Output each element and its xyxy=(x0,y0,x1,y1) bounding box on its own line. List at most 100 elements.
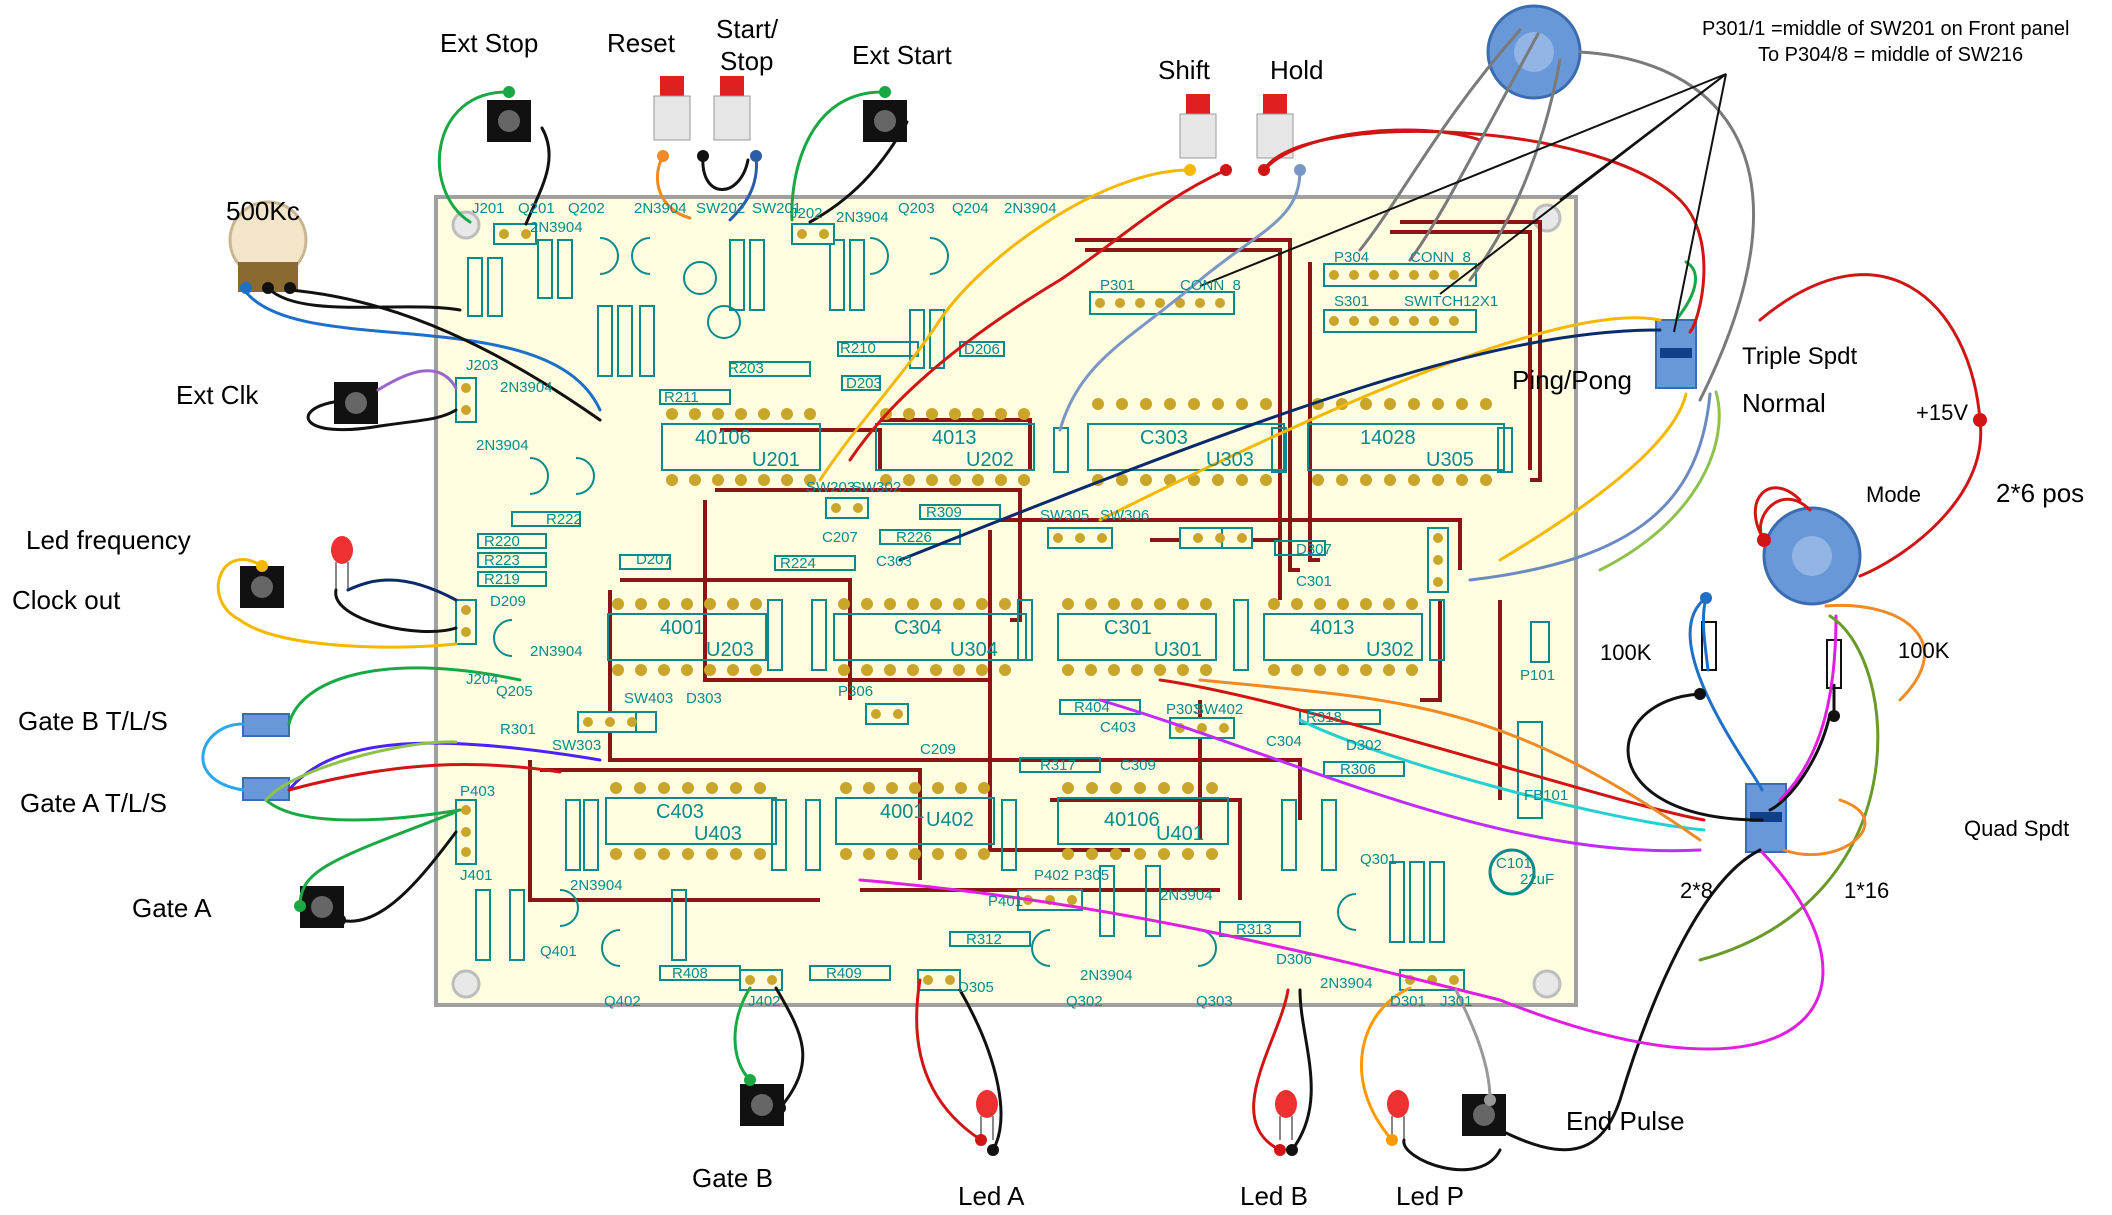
q203-label: Q203 xyxy=(898,200,935,217)
r404-label: R404 xyxy=(1074,699,1110,716)
p305-label: P305 xyxy=(1074,867,1109,884)
r211-label: R211 xyxy=(664,389,699,406)
label-mode: Mode xyxy=(1866,482,1922,507)
sw303-label: SW303 xyxy=(552,737,601,754)
q206-type-label: 2N3904 xyxy=(476,437,529,454)
jack-icons xyxy=(240,100,1506,1136)
q205-label: Q205 xyxy=(496,683,533,700)
q203-type-label: 2N3904 xyxy=(836,209,889,226)
s301-label: S301 xyxy=(1334,293,1369,310)
label-normal: Normal xyxy=(1742,388,1826,418)
r220-label: R220 xyxy=(484,533,520,550)
pushbutton-icons xyxy=(653,76,1294,159)
p301-conn-label: CONN_8 xyxy=(1180,277,1241,294)
c303-label: C303 xyxy=(876,553,912,570)
ic-u302-ref: U302 xyxy=(1366,639,1414,661)
p304-label: P304 xyxy=(1334,249,1369,266)
r309-label: R309 xyxy=(926,504,962,521)
headers xyxy=(455,223,1465,991)
label-end-pulse: End Pulse xyxy=(1566,1106,1685,1136)
ic-u202-ref: U202 xyxy=(966,449,1014,471)
label-shift: Shift xyxy=(1158,55,1211,85)
q301-type-label: 2N3904 xyxy=(1320,975,1373,992)
fb101-label: FB101 xyxy=(1524,787,1568,804)
d302-label: D302 xyxy=(1346,737,1382,754)
transistor-footprints xyxy=(493,237,1536,967)
r203-label: R203 xyxy=(728,360,764,377)
ic-u203-type: 4001 xyxy=(660,617,705,639)
d307-label: D307 xyxy=(1296,541,1332,558)
wires xyxy=(201,28,1983,1172)
p303-label: P303 xyxy=(1166,701,1201,718)
sw306-label: SW306 xyxy=(1100,507,1149,524)
r210-label: R210 xyxy=(840,340,876,357)
q401-type-label: 2N3904 xyxy=(570,877,623,894)
label-led-a: Led A xyxy=(958,1181,1025,1211)
label-100k-left: 100K xyxy=(1600,640,1652,665)
label-start-stop-2: Stop xyxy=(720,46,774,76)
j402-label: J402 xyxy=(748,993,781,1010)
sw305-label: SW305 xyxy=(1040,507,1089,524)
p101-label: P101 xyxy=(1520,667,1555,684)
ic-u304-type: C304 xyxy=(894,617,942,639)
c403-label: C403 xyxy=(1100,719,1136,736)
label-gate-b-tls: Gate B T/L/S xyxy=(18,706,168,736)
label-ext-start: Ext Start xyxy=(852,40,952,70)
r312-label: R312 xyxy=(966,931,1002,948)
p401-label: P401 xyxy=(988,893,1023,910)
j202-label: J202 xyxy=(790,205,823,222)
ic-u302-type: 4013 xyxy=(1310,617,1355,639)
d207-label: D207 xyxy=(636,551,672,568)
ic-u303-type: C303 xyxy=(1140,427,1188,449)
label-pot: 500Kc xyxy=(226,196,300,226)
ic-u202-type: 4013 xyxy=(932,427,977,449)
q201-label: Q201 xyxy=(518,200,555,217)
r317-label: R317 xyxy=(1040,757,1076,774)
led-icons xyxy=(331,536,1409,1140)
label-two-eight: 2*8 xyxy=(1680,878,1714,903)
r222-label: R222 xyxy=(546,511,582,528)
q205-type-label: 2N3904 xyxy=(530,643,583,660)
d203-label: D203 xyxy=(846,375,882,392)
sw203-label: SW203 xyxy=(806,479,855,496)
p301-label: P301 xyxy=(1100,277,1135,294)
offboard-resistors xyxy=(1701,621,1842,689)
ic-u401-type: 40106 xyxy=(1104,809,1160,831)
wire-ends xyxy=(256,86,1987,1156)
sw302-label: SW302 xyxy=(852,479,901,496)
header-pads xyxy=(461,229,1459,985)
q303-type-label: 2N3904 xyxy=(1160,887,1213,904)
q204-type-label: 2N3904 xyxy=(1004,200,1057,217)
p402-label: P402 xyxy=(1034,867,1069,884)
d306-label: D306 xyxy=(1276,951,1312,968)
toggle-switch-icons xyxy=(242,319,1787,853)
label-hold: Hold xyxy=(1270,55,1324,85)
label-100k-right: 100K xyxy=(1898,638,1950,663)
q302-label: Q302 xyxy=(1066,993,1103,1010)
q207-type-label: 2N3904 xyxy=(500,379,553,396)
r224-label: R224 xyxy=(780,555,816,572)
q201-type-label: 2N3904 xyxy=(530,219,583,236)
label-quad-spdt: Quad Spdt xyxy=(1964,816,2070,841)
sw201-label: SW201 xyxy=(752,200,801,217)
label-triple-spdt: Triple Spdt xyxy=(1742,343,1858,370)
r301-label: R301 xyxy=(500,721,536,738)
r306-label: R306 xyxy=(1340,761,1376,778)
label-ext-clk: Ext Clk xyxy=(176,380,259,410)
sw202-label: SW202 xyxy=(696,200,745,217)
sw402-label: SW402 xyxy=(1194,701,1243,718)
label-gate-a-tls: Gate A T/L/S xyxy=(20,788,167,818)
c101-value-label: 22uF xyxy=(1520,871,1554,888)
q202-label: Q202 xyxy=(568,200,605,217)
q401-label: Q401 xyxy=(540,943,577,960)
j301-label: J301 xyxy=(1440,993,1473,1010)
label-gate-b: Gate B xyxy=(692,1163,773,1193)
ic-u401-ref: U401 xyxy=(1156,823,1204,845)
note-line-1: P301/1 =middle of SW201 on Front panel xyxy=(1702,18,2070,40)
j401-label: J401 xyxy=(460,867,493,884)
ic-u301-ref: U301 xyxy=(1154,639,1202,661)
note-arrows xyxy=(1199,73,1727,333)
ic-u403-ref: U403 xyxy=(694,823,742,845)
q202-type-label: 2N3904 xyxy=(634,200,687,217)
